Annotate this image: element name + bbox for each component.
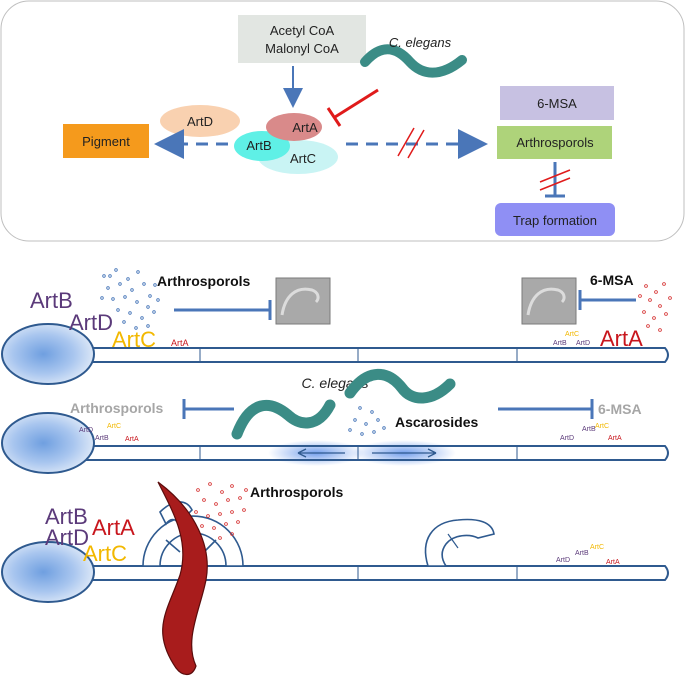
row2-left-artc: ArtC [107, 423, 121, 430]
worm-inhibition-bar [326, 107, 342, 127]
row1-hypha [1, 323, 669, 385]
top-panel-frame [0, 0, 685, 242]
row1-left-artb: ArtB [30, 288, 73, 313]
row1-right-artc: ArtC [565, 331, 579, 338]
artd-label: ArtD [187, 114, 213, 129]
block-mark-1 [397, 127, 425, 159]
row2-right-artb: ArtB [582, 426, 596, 433]
row3-trapped-worm [157, 481, 208, 676]
top-worm [360, 44, 467, 78]
row3-trap-loop-right [424, 518, 495, 567]
row2-worm-left [231, 399, 336, 440]
artc-label: ArtC [290, 151, 316, 166]
msa-box [500, 86, 614, 120]
acetyl-coa-label: Acetyl CoA [270, 23, 335, 38]
row3-left-artc: ArtC [83, 541, 127, 566]
row3-left-artd: ArtD [45, 525, 89, 550]
row1-left-arta: ArtA [171, 338, 189, 348]
row1-red-dots [638, 282, 672, 332]
row2-hypha [1, 412, 669, 474]
row1-micrograph-left [275, 277, 331, 325]
row1-micrograph-right [521, 277, 577, 325]
arta-label: ArtA [292, 120, 318, 135]
row2-arthrosporols: Arthrosporols [70, 400, 164, 416]
trap-box [495, 203, 615, 236]
block-mark-2 [539, 169, 571, 191]
arthrosporols-label: Arthrosporols [516, 135, 594, 150]
row3-right-arta: ArtA [606, 559, 620, 566]
row1-left-artd: ArtD [69, 310, 113, 335]
row1-left-artc: ArtC [112, 327, 156, 352]
row3-hypha [1, 541, 669, 603]
row3-right-artb: ArtB [575, 550, 589, 557]
row2-left-inhibition [182, 399, 234, 419]
row2-right-inhibition [498, 399, 594, 419]
row2-msa: 6-MSA [598, 401, 642, 417]
precursor-box: Acetyl CoA Malonyl CoA [238, 15, 366, 63]
row2-worm-right [344, 368, 456, 404]
row1-right-inhibition [578, 290, 636, 310]
pigment-box [63, 124, 149, 158]
row1-blue-dots [100, 268, 160, 330]
row3-left-arta: ArtA [92, 515, 135, 540]
worm-inhibition-line [334, 88, 379, 119]
row1-left-inhibition [174, 300, 272, 320]
artb-ellipse [234, 131, 290, 161]
row2-left-artb: ArtB [95, 435, 109, 442]
trap-label: Trap formation [513, 213, 597, 228]
arthrosporols-box [497, 126, 612, 159]
row3-right-artd: ArtD [556, 557, 570, 564]
row3-arthrosporols: Arthrosporols [250, 484, 344, 500]
row2-right-arta: ArtA [608, 435, 622, 442]
row1-right-artd: ArtD [576, 340, 590, 347]
malonyl-coa-label: Malonyl CoA [265, 41, 339, 56]
row2-right-artc: ArtC [595, 423, 609, 430]
top-organism-label: C. elegans [389, 35, 452, 50]
arta-ellipse [266, 113, 322, 141]
row2-right-artd: ArtD [560, 435, 574, 442]
msa-label: 6-MSA [537, 96, 577, 111]
row3-left-artb: ArtB [45, 504, 88, 529]
row1-right-arta: ArtA [600, 326, 643, 351]
row2-left-artd: ArtD [79, 427, 93, 434]
row2-left-arta: ArtA [125, 436, 139, 443]
artb-label: ArtB [246, 138, 271, 153]
row2-ascarosides: Ascarosides [395, 414, 478, 430]
row3-right-artc: ArtC [590, 544, 604, 551]
row3-red-dots [194, 482, 248, 540]
row2-blue-dots [348, 406, 386, 436]
row1-arthrosporols: Arthrosporols [157, 273, 251, 289]
pigment-label: Pigment [82, 134, 130, 149]
row1-msa: 6-MSA [590, 272, 634, 288]
row1-right-artb: ArtB [553, 340, 567, 347]
